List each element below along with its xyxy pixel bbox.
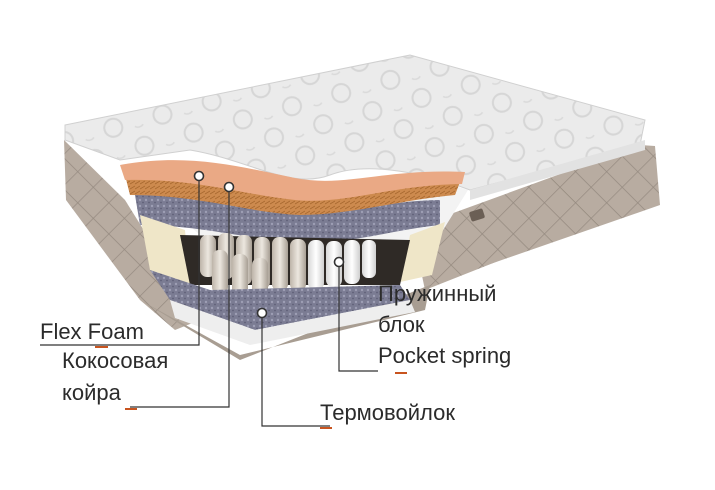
side-foam-right	[400, 222, 445, 282]
mattress-right-side-front	[412, 150, 640, 290]
leader-felt	[261, 313, 330, 427]
bottom-white-layer	[170, 300, 415, 345]
flex-foam-layer	[120, 160, 465, 201]
dot-spring	[333, 256, 345, 268]
callout-dots	[193, 170, 345, 319]
spring	[308, 240, 324, 290]
label-flex-foam: Flex Foam	[40, 319, 144, 344]
spring	[272, 237, 288, 291]
label-flex-foam-underline	[95, 346, 108, 348]
label-spring-line3: Pocket spring	[378, 343, 512, 368]
mattress-top-cover	[64, 54, 646, 191]
label-felt: Термовойлок	[320, 400, 455, 425]
leader-spring	[338, 262, 378, 372]
spring	[290, 239, 306, 291]
felt-bottom-layer	[150, 270, 410, 330]
brand-tag	[469, 208, 485, 222]
mattress-top-piping	[470, 140, 645, 200]
label-coconut-line1: Кокосовая	[62, 348, 169, 373]
leader-coconut	[130, 187, 230, 408]
label-coconut-underline	[125, 408, 137, 410]
label-spring-line1: Пружинный	[378, 281, 497, 306]
spring	[362, 240, 376, 278]
label-spring-underline	[395, 372, 407, 374]
label-spring-line2: блок	[378, 312, 425, 337]
spring	[344, 240, 360, 284]
label-coconut-line2: койра	[62, 380, 121, 405]
spring	[326, 241, 342, 287]
mattress-bottom-base	[140, 285, 430, 360]
label-felt-underline	[320, 427, 332, 429]
side-foam-left	[140, 215, 190, 285]
spring	[212, 250, 228, 294]
spring	[232, 254, 248, 300]
leader-flex-foam	[40, 176, 200, 346]
dot-coconut	[223, 181, 235, 193]
callout-lines	[40, 176, 378, 427]
felt-top-layer	[135, 193, 440, 243]
dot-flex-foam	[193, 170, 205, 182]
dot-felt	[256, 307, 268, 319]
